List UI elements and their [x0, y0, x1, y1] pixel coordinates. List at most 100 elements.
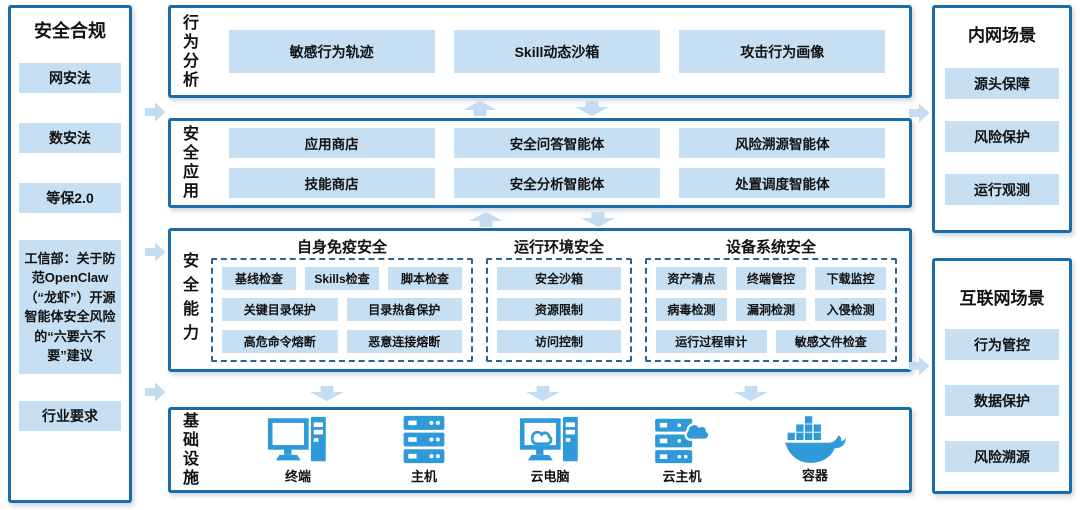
- security-apps-row: 技能商店 安全分析智能体 处置调度智能体: [219, 168, 895, 198]
- capability-item: 高危命令熔断: [222, 329, 338, 353]
- behavior-analysis-items: 敏感行为轨迹 Skill动态沙箱 攻击行为画像: [205, 8, 909, 95]
- infra-item-cloud-host: 云主机: [653, 415, 711, 485]
- capability-item: 运行过程审计: [656, 329, 767, 353]
- security-apps-panel: 安全应用 应用商店 安全问答智能体 风险溯源智能体 技能商店 安全分析智能体 处…: [168, 118, 912, 208]
- compliance-panel-title: 安全合规: [34, 21, 106, 41]
- behavior-item: 敏感行为轨迹: [228, 30, 435, 73]
- behavior-analysis-label: 行为分析: [180, 13, 197, 90]
- compliance-panel: 安全合规 网安法 数安法 等保2.0 工信部：关于防范OpenClaw（“龙虾”…: [8, 5, 132, 503]
- security-app-item: 风险溯源智能体: [679, 128, 886, 158]
- security-app-item: 技能商店: [228, 168, 435, 198]
- infra-item-label: 云电脑: [530, 469, 570, 484]
- capability-groups: 自身免疫安全 基线检查 Skills检查 脚本检查 关键目录保护 目录热备保护 …: [205, 231, 909, 369]
- security-apps-items: 应用商店 安全问答智能体 风险溯源智能体 技能商店 安全分析智能体 处置调度智能…: [205, 121, 909, 205]
- docker-whale-icon: [784, 416, 846, 463]
- capability-row: 病毒检测 漏洞检测 入侵检测: [656, 298, 887, 322]
- internet-item: 数据保护: [945, 385, 1059, 416]
- intranet-scenarios-panel: 内网场景 源头保障 风险保护 运行观测: [932, 5, 1072, 233]
- behavior-analysis-panel: 行为分析 敏感行为轨迹 Skill动态沙箱 攻击行为画像: [168, 5, 912, 98]
- infra-item-host: 主机: [401, 415, 447, 485]
- infra-item-terminal: 终端: [267, 415, 329, 485]
- capability-item: 目录热备保护: [346, 298, 462, 322]
- flow-arrow-down-icon: [526, 386, 560, 401]
- behavior-item: Skill动态沙箱: [453, 30, 660, 73]
- behavior-item: 攻击行为画像: [679, 30, 886, 73]
- capability-group-title: 设备系统安全: [725, 238, 816, 256]
- capability-group-device-system: 设备系统安全 资产清点 终端管控 下载监控 病毒检测 漏洞检测 入侵检测 运行过…: [645, 234, 897, 362]
- capability-item: 敏感文件检查: [775, 329, 886, 353]
- infra-item-label: 终端: [284, 469, 311, 484]
- capability-group-self-immune: 自身免疫安全 基线检查 Skills检查 脚本检查 关键目录保护 目录热备保护 …: [211, 234, 473, 362]
- flow-arrow-down-icon: [734, 386, 768, 401]
- capability-item: Skills检查: [305, 267, 379, 291]
- flow-arrow-right-icon: [145, 382, 166, 402]
- capability-row: 访问控制: [497, 329, 621, 353]
- compliance-item-miit-advice: 工信部：关于防范OpenClaw（“龙虾”）开源智能体安全风险的“六要六不要”建…: [19, 240, 121, 374]
- internet-item: 风险溯源: [945, 441, 1059, 472]
- intranet-item: 源头保障: [945, 68, 1059, 99]
- capability-group-box: 安全沙箱 资源限制 访问控制: [486, 258, 632, 362]
- flow-arrow-right-icon: [909, 103, 930, 123]
- security-apps-label: 安全应用: [180, 125, 197, 201]
- cloud-desktop-icon: [519, 416, 578, 462]
- capability-item: 资源限制: [497, 298, 621, 322]
- capability-item: 基线检查: [222, 267, 296, 291]
- capability-item: 脚本检查: [388, 267, 462, 291]
- capability-row: 运行过程审计 敏感文件检查: [656, 329, 886, 353]
- capability-group-box: 资产清点 终端管控 下载监控 病毒检测 漏洞检测 入侵检测 运行过程审计 敏感文…: [645, 258, 897, 362]
- security-apps-row: 应用商店 安全问答智能体 风险溯源智能体: [219, 128, 895, 158]
- capability-item: 安全沙箱: [497, 267, 621, 291]
- capability-row: 资产清点 终端管控 下载监控: [656, 267, 887, 291]
- security-app-item: 应用商店: [228, 128, 435, 158]
- capability-row: 基线检查 Skills检查 脚本检查: [222, 267, 462, 291]
- security-capability-label: 安全能力: [180, 252, 197, 348]
- flow-arrow-right-icon: [145, 102, 166, 122]
- intranet-item: 运行观测: [945, 174, 1059, 205]
- capability-group-title: 自身免疫安全: [296, 238, 387, 256]
- server-icon: [403, 415, 445, 464]
- infrastructure-items: 终端 主机: [205, 410, 909, 490]
- internet-scenarios-panel: 互联网场景 行为管控 数据保护 风险溯源: [932, 258, 1072, 494]
- capability-item: 病毒检测: [656, 298, 727, 322]
- infra-item-label: 容器: [801, 468, 828, 483]
- infrastructure-panel: 基础设施 终端: [168, 407, 912, 493]
- capability-item: 漏洞检测: [735, 298, 807, 322]
- capability-group-box: 基线检查 Skills检查 脚本检查 关键目录保护 目录热备保护 高危命令熔断 …: [211, 258, 473, 362]
- internet-item: 行为管控: [945, 329, 1059, 360]
- capability-item: 恶意连接熔断: [346, 329, 462, 353]
- intranet-item: 风险保护: [945, 121, 1059, 152]
- capability-item: 入侵检测: [815, 298, 887, 322]
- security-app-item: 处置调度智能体: [679, 168, 886, 198]
- infra-item-label: 云主机: [662, 469, 702, 484]
- compliance-item: 数安法: [19, 123, 121, 153]
- compliance-item: 等保2.0: [19, 183, 121, 213]
- capability-item: 终端管控: [735, 267, 807, 291]
- intranet-panel-title: 内网场景: [968, 26, 1036, 45]
- capability-group-title: 运行环境安全: [513, 238, 604, 256]
- capability-group-runtime-env: 运行环境安全 安全沙箱 资源限制 访问控制: [486, 234, 632, 362]
- capability-row: 关键目录保护 目录热备保护: [222, 298, 462, 322]
- flow-arrow-right-icon: [909, 356, 930, 376]
- compliance-item: 网安法: [19, 63, 121, 93]
- capability-row: 高危命令熔断 恶意连接熔断: [222, 329, 462, 353]
- security-capability-panel: 安全能力 自身免疫安全 基线检查 Skills检查 脚本检查 关键目录保护 目录…: [168, 228, 912, 372]
- security-app-item: 安全问答智能体: [453, 128, 660, 158]
- flow-arrow-down-icon: [581, 212, 615, 227]
- flow-arrow-right-icon: [145, 242, 166, 262]
- capability-item: 访问控制: [497, 329, 621, 353]
- desktop-icon: [267, 416, 326, 462]
- capability-row: 安全沙箱: [497, 267, 621, 291]
- flow-arrow-down-icon: [575, 101, 609, 116]
- capability-item: 关键目录保护: [222, 298, 338, 322]
- flow-arrow-down-icon: [310, 386, 344, 401]
- compliance-item: 行业要求: [19, 401, 121, 431]
- infrastructure-label: 基础设施: [180, 412, 197, 488]
- internet-panel-title: 互联网场景: [959, 289, 1045, 308]
- capability-item: 资产清点: [656, 267, 727, 291]
- infra-item-cloud-pc: 云电脑: [519, 415, 581, 485]
- capability-item: 下载监控: [815, 267, 887, 291]
- infra-item-label: 主机: [410, 469, 437, 484]
- capability-row: 资源限制: [497, 298, 621, 322]
- security-app-item: 安全分析智能体: [453, 168, 660, 198]
